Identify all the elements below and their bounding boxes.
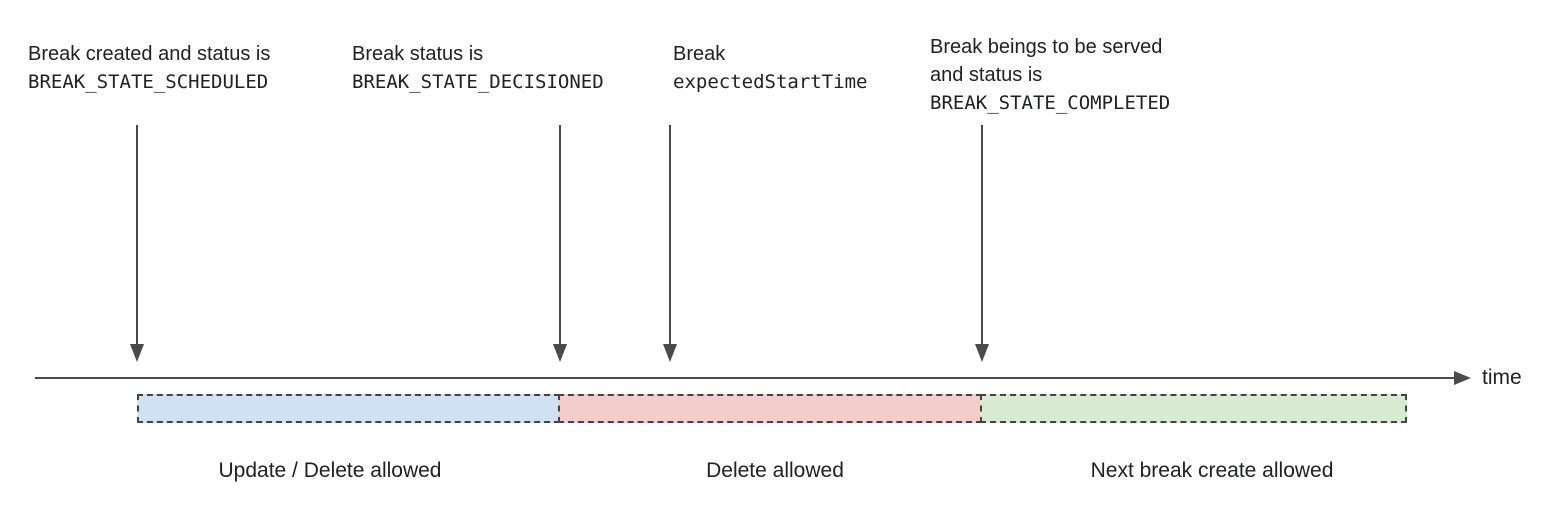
time-axis-line bbox=[35, 377, 1456, 379]
arrow-head-icon bbox=[975, 344, 989, 362]
segment-caption-next-break: Next break create allowed bbox=[1090, 459, 1334, 482]
segment-update-delete-allowed bbox=[137, 394, 560, 423]
annotation-break-decisioned: Break status is BREAK_STATE_DECISIONED bbox=[352, 40, 604, 96]
annotation-text: Break bbox=[673, 43, 726, 65]
time-axis-arrow-icon bbox=[1454, 371, 1471, 385]
annotation-expected-start-time: Break expectedStartTime bbox=[673, 40, 867, 96]
annotation-code: BREAK_STATE_DECISIONED bbox=[352, 71, 604, 93]
annotation-text: and status is bbox=[930, 64, 1043, 86]
segment-caption-delete: Delete allowed bbox=[706, 459, 844, 482]
annotation-text: Break created and status is bbox=[28, 43, 271, 65]
arrow-head-icon bbox=[663, 344, 677, 362]
annotation-text: Break beings to be served bbox=[930, 36, 1163, 58]
arrow-shaft bbox=[559, 125, 561, 346]
annotation-code: BREAK_STATE_SCHEDULED bbox=[28, 71, 269, 93]
segment-next-break-create-allowed bbox=[980, 394, 1407, 423]
arrow-head-icon bbox=[130, 344, 144, 362]
annotation-code: expectedStartTime bbox=[673, 71, 868, 93]
arrow-head-icon bbox=[553, 344, 567, 362]
annotation-text: Break status is bbox=[352, 43, 484, 65]
arrow-shaft bbox=[136, 125, 138, 346]
time-axis-label: time bbox=[1482, 366, 1522, 389]
segment-caption-update-delete: Update / Delete allowed bbox=[218, 459, 442, 482]
segment-delete-allowed bbox=[558, 394, 982, 423]
annotation-break-scheduled: Break created and status is BREAK_STATE_… bbox=[28, 40, 270, 96]
annotation-code: BREAK_STATE_COMPLETED bbox=[930, 92, 1171, 114]
arrow-shaft bbox=[669, 125, 671, 346]
annotation-break-completed: Break beings to be served and status is … bbox=[930, 33, 1170, 117]
arrow-shaft bbox=[981, 125, 983, 346]
